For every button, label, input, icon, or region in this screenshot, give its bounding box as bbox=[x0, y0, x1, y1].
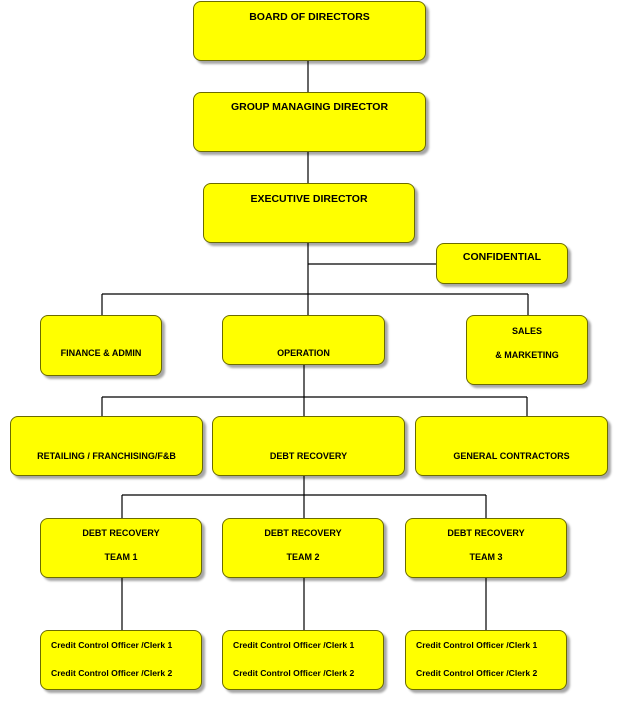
retailing-franchising-box: RETAILING / FRANCHISING/F&B bbox=[10, 416, 203, 476]
team-name: TEAM 1 bbox=[104, 552, 138, 562]
confidential-box: CONFIDENTIAL bbox=[436, 243, 568, 284]
group-managing-director-label: GROUP MANAGING DIRECTOR bbox=[230, 101, 389, 113]
general-contractors-label: GENERAL CONTRACTORS bbox=[453, 451, 570, 461]
board-of-directors-label: BOARD OF DIRECTORS bbox=[249, 11, 370, 23]
retailing-franchising-label: RETAILING / FRANCHISING/F&B bbox=[37, 451, 176, 461]
operation-label: OPERATION bbox=[277, 348, 330, 358]
team-name: TEAM 3 bbox=[469, 552, 503, 562]
team-1-clerks-box: Credit Control Officer /Clerk 1 Credit C… bbox=[40, 630, 202, 690]
board-of-directors-box: BOARD OF DIRECTORS bbox=[193, 1, 426, 61]
clerk-1-label: Credit Control Officer /Clerk 1 bbox=[51, 640, 173, 650]
finance-admin-label: FINANCE & ADMIN bbox=[60, 348, 142, 358]
debt-recovery-team-2-box: DEBT RECOVERY TEAM 2 bbox=[222, 518, 384, 578]
clerk-1-label: Credit Control Officer /Clerk 1 bbox=[416, 640, 538, 650]
executive-director-label: EXECUTIVE DIRECTOR bbox=[250, 193, 368, 205]
finance-admin-box: FINANCE & ADMIN bbox=[40, 315, 162, 376]
team-title: DEBT RECOVERY bbox=[447, 528, 525, 538]
confidential-label: CONFIDENTIAL bbox=[462, 251, 542, 263]
clerk-2-label: Credit Control Officer /Clerk 2 bbox=[233, 668, 355, 678]
general-contractors-box: GENERAL CONTRACTORS bbox=[415, 416, 608, 476]
group-managing-director-box: GROUP MANAGING DIRECTOR bbox=[193, 92, 426, 152]
debt-recovery-label: DEBT RECOVERY bbox=[269, 451, 348, 461]
team-title: DEBT RECOVERY bbox=[264, 528, 342, 538]
team-name: TEAM 2 bbox=[286, 552, 320, 562]
team-2-clerks-box: Credit Control Officer /Clerk 1 Credit C… bbox=[222, 630, 384, 690]
marketing-label: & MARKETING bbox=[495, 350, 559, 360]
clerk-2-label: Credit Control Officer /Clerk 2 bbox=[416, 668, 538, 678]
sales-marketing-box: SALES & MARKETING bbox=[466, 315, 588, 385]
debt-recovery-team-3-box: DEBT RECOVERY TEAM 3 bbox=[405, 518, 567, 578]
executive-director-box: EXECUTIVE DIRECTOR bbox=[203, 183, 415, 243]
team-title: DEBT RECOVERY bbox=[82, 528, 160, 538]
debt-recovery-team-1-box: DEBT RECOVERY TEAM 1 bbox=[40, 518, 202, 578]
team-3-clerks-box: Credit Control Officer /Clerk 1 Credit C… bbox=[405, 630, 567, 690]
operation-box: OPERATION bbox=[222, 315, 385, 365]
sales-label: SALES bbox=[511, 326, 542, 336]
debt-recovery-box: DEBT RECOVERY bbox=[212, 416, 405, 476]
clerk-2-label: Credit Control Officer /Clerk 2 bbox=[51, 668, 173, 678]
clerk-1-label: Credit Control Officer /Clerk 1 bbox=[233, 640, 355, 650]
